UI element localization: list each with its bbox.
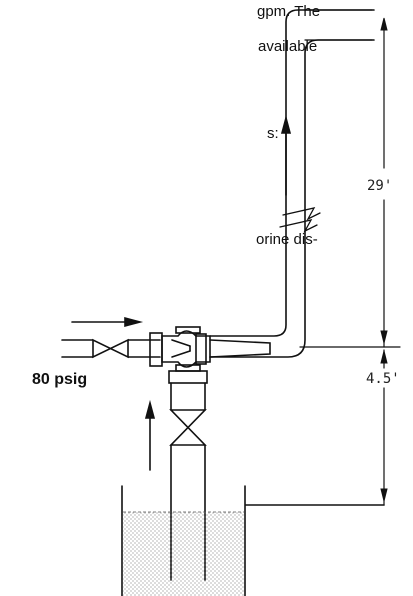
text-fragment-4: orine dis- bbox=[256, 231, 318, 248]
motive-inlet-pipe bbox=[61, 338, 161, 359]
flow-arrow-inlet bbox=[71, 316, 144, 328]
text-fragment-2: available bbox=[258, 38, 318, 55]
text-fragment-1: gpm. The bbox=[257, 3, 321, 20]
suction-lift-label: 4.5' bbox=[366, 371, 400, 387]
pipe-break-mark bbox=[279, 207, 321, 233]
dimension-arrowheads bbox=[380, 17, 388, 502]
inlet-pressure-label: 80 psig bbox=[32, 371, 87, 388]
ejector-body bbox=[149, 326, 271, 372]
rise-label: 29' bbox=[367, 178, 392, 194]
flow-arrow-suction bbox=[144, 399, 156, 471]
tank-liquid bbox=[123, 512, 244, 596]
discharge-pipe bbox=[209, 9, 375, 358]
dimension-lines bbox=[299, 9, 401, 506]
supply-tank bbox=[121, 485, 385, 596]
flow-arrow-up bbox=[280, 114, 292, 196]
text-fragment-3: s: bbox=[267, 125, 279, 142]
